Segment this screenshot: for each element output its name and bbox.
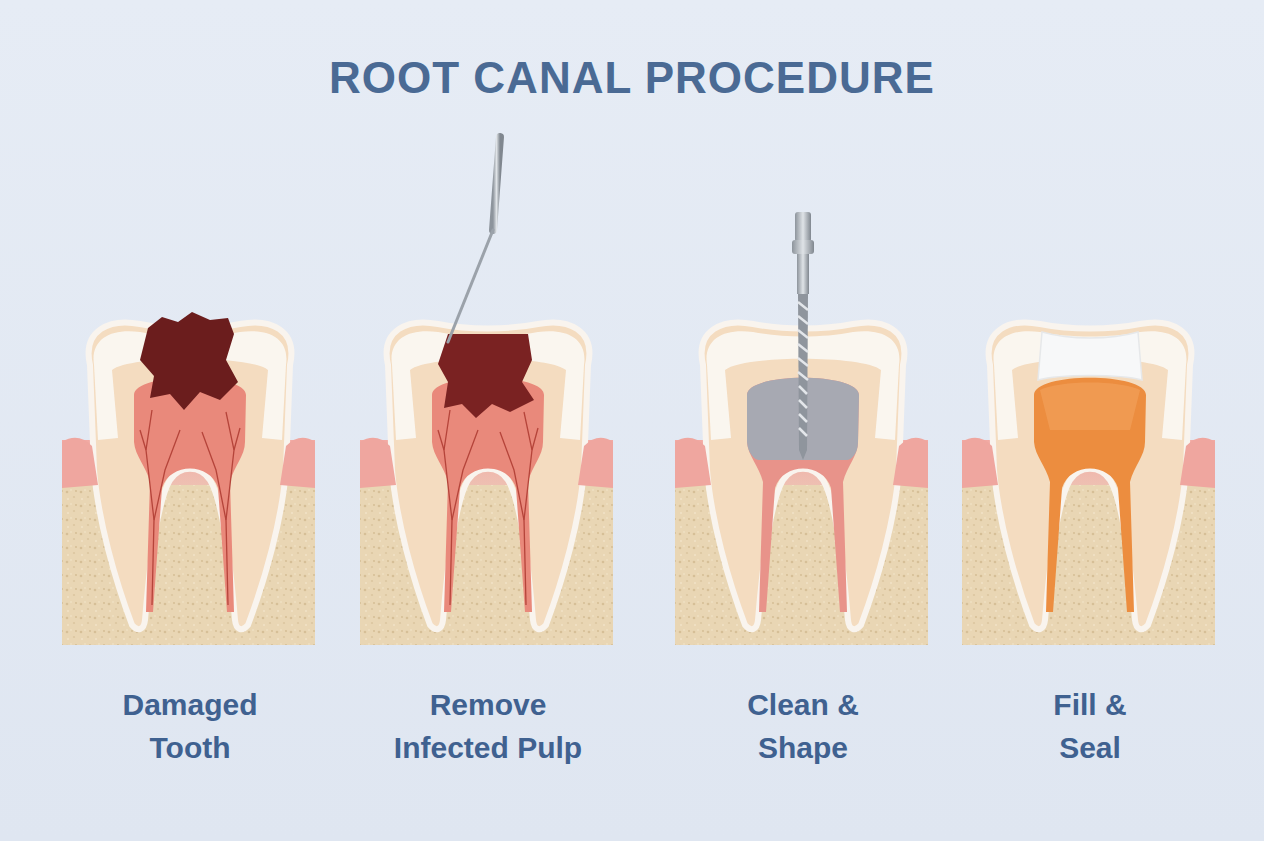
step-label: Clean & Shape [718, 683, 888, 769]
step-label: Fill & Seal [1025, 683, 1155, 769]
step-label: Remove Infected Pulp [368, 683, 608, 769]
diagram-title: ROOT CANAL PROCEDURE [329, 52, 935, 104]
step-label: Damaged Tooth [105, 683, 275, 769]
